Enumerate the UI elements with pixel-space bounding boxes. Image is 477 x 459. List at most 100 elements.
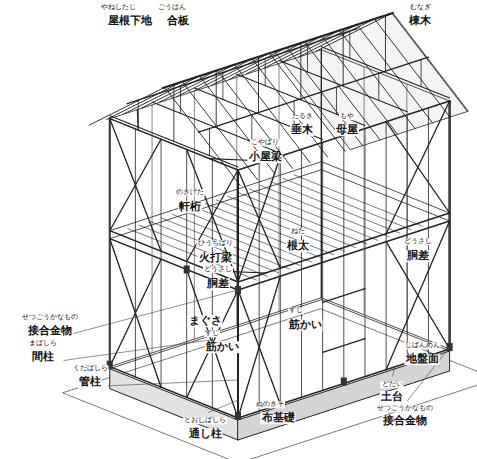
frame-member (316, 13, 392, 51)
frame-member (385, 15, 386, 72)
frame-panel (275, 13, 468, 150)
part-label: 根太 (286, 240, 310, 252)
connector-plate (235, 412, 241, 420)
frame-member (110, 162, 322, 231)
frame-member (321, 50, 322, 298)
frame-member (246, 36, 322, 74)
part-label: 胴差 (406, 250, 430, 262)
part-label: 土台 (380, 391, 404, 403)
frame-member (222, 73, 223, 100)
frame-member (216, 200, 344, 251)
frame-member (89, 87, 165, 125)
frame-member (229, 42, 305, 80)
frame-member (251, 115, 252, 142)
frame-member (322, 142, 323, 390)
frame-member (386, 101, 449, 234)
frame-member (378, 73, 379, 100)
reading-label: どだい (381, 381, 404, 388)
frame-member (281, 25, 357, 63)
reading-label: ごうはん (157, 4, 187, 11)
part-label: 接合金物 (27, 325, 73, 337)
reading-label: のきげた (175, 189, 205, 196)
frame-member (239, 193, 367, 244)
connector-plate (341, 378, 347, 386)
reading-label: どうさし (203, 266, 233, 273)
frame-member (364, 67, 365, 315)
reading-label: もや (339, 113, 355, 120)
reading-label: すじ (204, 330, 220, 337)
frame-member (165, 87, 241, 185)
reading-label: むなぎ (409, 4, 432, 11)
frame-member (339, 30, 415, 128)
frame-member (107, 82, 183, 120)
part-label: 胴差 (206, 278, 230, 290)
frame-member (421, 60, 422, 87)
frame-member (159, 65, 235, 103)
frame-member (321, 170, 449, 221)
frame-member (194, 207, 322, 258)
frame-member (449, 101, 451, 349)
reading-label: じばんめん (404, 342, 441, 349)
part-label: 筋かい (205, 341, 240, 353)
frame-member (177, 59, 253, 97)
frame-member (386, 221, 449, 370)
frame-member (172, 214, 300, 265)
frame-member (217, 70, 293, 168)
frame-member (250, 189, 378, 240)
frame-member (64, 290, 238, 336)
reading-label: こやばり (250, 139, 280, 146)
frame-member (357, 25, 433, 123)
part-label: 火打梁 (198, 252, 233, 264)
frame-member (386, 122, 387, 370)
reading-label: とおしばしら (183, 417, 227, 424)
part-label: 軒桁 (178, 201, 202, 213)
frame-member (138, 100, 139, 127)
part-label: 垂木 (290, 124, 314, 136)
frame-member (142, 70, 218, 108)
frame-member (110, 239, 238, 290)
frame-member (216, 71, 217, 128)
part-label: 地盤面 (405, 353, 440, 365)
frame-member (139, 225, 267, 276)
frame-member (323, 339, 365, 353)
frame-member (321, 298, 449, 349)
frame-member (209, 400, 238, 412)
frame-member (150, 222, 278, 273)
reading-label: ねだ (290, 228, 306, 235)
frame-member (321, 50, 322, 298)
frame-lines (63, 13, 477, 459)
frame-member (283, 178, 411, 229)
part-label: 接合金物 (382, 415, 428, 427)
reading-label: すじ (288, 307, 304, 314)
frame-member (272, 182, 400, 233)
reading-label: せつごうかなもの (376, 405, 434, 412)
frame-member (110, 231, 238, 282)
frame-member (124, 76, 200, 114)
frame-member (187, 149, 238, 282)
frame-member (265, 59, 266, 86)
frame-panel (110, 369, 238, 440)
frame-member (110, 367, 238, 418)
part-label: 屋根下地 (107, 15, 153, 27)
frame-member (386, 122, 449, 213)
part-label: まぐさ (188, 315, 223, 327)
frame-member (349, 31, 350, 58)
frame-member (258, 57, 259, 114)
frame-panel (63, 309, 477, 459)
frame-member (323, 289, 365, 303)
part-label: 布基礎 (261, 412, 296, 424)
frame-member (264, 30, 340, 68)
frame-member (300, 43, 301, 100)
reading-label: くだばしら (72, 365, 109, 372)
reading-label: たるき (291, 113, 314, 120)
frame-member (180, 86, 181, 113)
frame-member (343, 29, 344, 86)
frame-member (301, 149, 302, 397)
frame-member (322, 36, 398, 134)
reading-label: ひうちばり (197, 240, 234, 247)
reading-label: まばしら (28, 340, 58, 347)
frame-member (307, 45, 308, 72)
frame-member (109, 119, 110, 367)
frame-member (110, 139, 161, 230)
